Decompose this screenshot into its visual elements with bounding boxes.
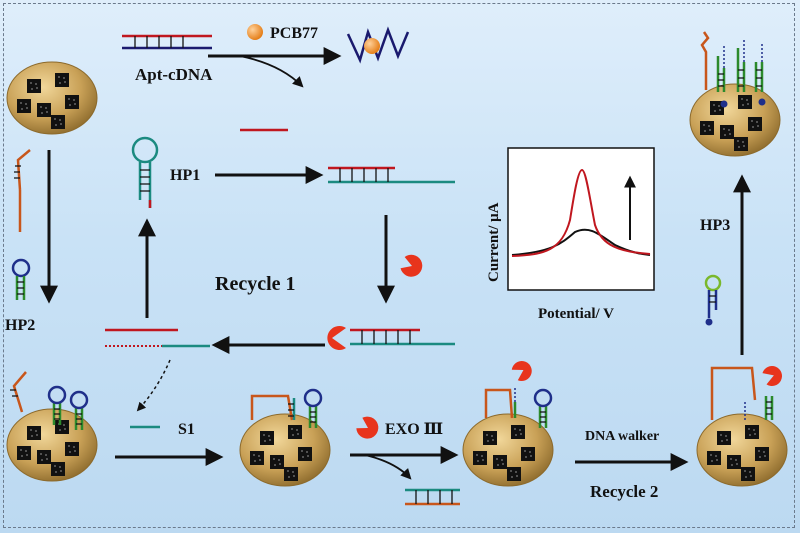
- inset-xlabel: Potential/ V: [538, 306, 614, 322]
- aptamer-pcb77-complex: [346, 26, 410, 64]
- dna-walker-label: DNA walker: [585, 429, 659, 444]
- dashed-border: [3, 3, 795, 528]
- voltammogram-inset: [507, 147, 655, 291]
- hp1-label: HP1: [170, 167, 200, 184]
- s1-orange-loop: [250, 394, 296, 421]
- recycle2-label: Recycle 2: [590, 482, 658, 501]
- hp2-label: HP2: [5, 317, 35, 334]
- pcb77-bead-icon: [247, 24, 263, 40]
- hp1-hairpin: [131, 136, 159, 208]
- apt-cdna-label: Apt-cDNA: [135, 65, 213, 84]
- exo-enzyme-icon-2: [353, 413, 383, 443]
- hp1-cdna-duplex: [328, 166, 455, 184]
- reaction-arrow-branch: [239, 55, 304, 88]
- electrode-initial: [7, 62, 97, 134]
- final-strands: [700, 31, 766, 108]
- electrode-with-hp2: [7, 409, 97, 481]
- cleaved-duplex: [405, 488, 460, 506]
- exo-walker-strand: [484, 361, 532, 419]
- s1-label: S1: [178, 421, 195, 438]
- pcb77-label: PCB77: [270, 25, 318, 42]
- exo-digestion-complex: [327, 326, 455, 350]
- exo-enzyme-icon: [398, 252, 426, 280]
- hp3-label: HP3: [700, 217, 730, 234]
- dotted-arrow-s1: [136, 359, 171, 412]
- recycle1-label: Recycle 1: [215, 273, 296, 295]
- inset-ylabel: Current/ μA: [486, 202, 502, 282]
- hp2-hairpin: [11, 258, 31, 300]
- orange-strand-left: [16, 149, 31, 191]
- exo-label: EXO Ⅲ: [385, 421, 443, 438]
- hp3-hairpin: [704, 274, 722, 326]
- walker-strands: [710, 366, 782, 420]
- apt-cdna-duplex: [122, 34, 212, 50]
- electrode-final: [690, 84, 780, 156]
- electrode-walker: [697, 414, 787, 486]
